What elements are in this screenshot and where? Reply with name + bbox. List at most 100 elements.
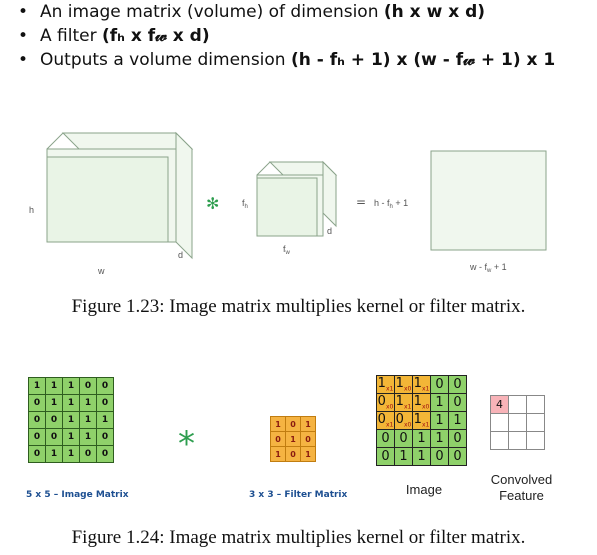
label-w: w: [97, 266, 105, 276]
bullet-bold: (fₕ x f𝓌 x d): [101, 26, 210, 46]
matrix-cell: 1: [28, 377, 46, 395]
image-grid-cell: 1: [412, 429, 431, 448]
bullet-bold: (h x w x d): [383, 2, 486, 22]
matrix-cell: 0: [96, 428, 114, 446]
convolution-star-icon: ✻: [206, 194, 219, 213]
matrix-cell: 1: [96, 411, 114, 429]
image-grid-cell: 0: [430, 447, 449, 466]
matrix-cell: 0: [96, 377, 114, 395]
matrix-cell: 0: [79, 445, 97, 463]
filter-cell: 0: [285, 446, 301, 462]
convolved-label-line1: Convolved: [490, 472, 553, 487]
label-out-w: w - fw + 1: [469, 262, 507, 274]
image-grid-cell: 0: [448, 429, 467, 448]
image-grid-cell: 0x0: [394, 411, 413, 430]
filter-cell: 1: [300, 416, 316, 432]
image-grid-cell: 0: [376, 429, 395, 448]
matrix-cell: 1: [79, 394, 97, 412]
image-matrix-label: 5 x 5 – Image Matrix: [26, 490, 129, 500]
input-volume: [46, 131, 194, 260]
filter-cell: 0: [270, 431, 286, 447]
convolved-cell: [490, 431, 509, 450]
filter-cell: 1: [300, 446, 316, 462]
matrix-cell: 0: [28, 394, 46, 412]
label-out-h: h - fh + 1: [374, 198, 408, 210]
convolved-feature-grid: 4: [490, 395, 545, 450]
matrix-cell: 0: [96, 394, 114, 412]
kernel-weight-subscript: x1: [385, 385, 394, 393]
kernel-weight-subscript: x1: [421, 385, 430, 393]
bullet-bold: (h - fₕ + 1) x (w - f𝓌 + 1) x 1: [290, 50, 556, 70]
image-grid-cell: 1: [448, 411, 467, 430]
label-d-filter: d: [327, 226, 332, 236]
matrix-cell: 0: [45, 428, 63, 446]
bullet-item-1: •An image matrix (volume) of dimension (…: [18, 2, 486, 22]
image-grid-cell: 1: [430, 429, 449, 448]
matrix-cell: 1: [62, 377, 80, 395]
matrix-cell: 0: [96, 445, 114, 463]
label-d: d: [178, 250, 183, 260]
image-grid-cell: 1x1: [412, 375, 431, 394]
matrix-cell: 0: [28, 445, 46, 463]
bullet-text: Outputs a volume dimension: [40, 50, 291, 70]
matrix-cell: 0: [79, 377, 97, 395]
image-grid-cell: 1x1: [376, 375, 395, 394]
figure-caption-2: Figure 1.24: Image matrix multiplies ker…: [71, 527, 526, 548]
filter-cell: 1: [270, 446, 286, 462]
image-grid-cell: 0: [430, 375, 449, 394]
convolved-cell: [526, 395, 545, 414]
image-grid-cell: 1x0: [394, 375, 413, 394]
image-grid-cell: 1x1: [412, 411, 431, 430]
volume-diagram: h w d ✻ fh fw d = h - fh + 1 w - fw + 1: [29, 131, 547, 276]
matrix-cell: 1: [79, 428, 97, 446]
image-grid-cell: 1: [394, 447, 413, 466]
multiply-star-icon: *: [178, 424, 195, 464]
convolved-row: 4: [490, 395, 545, 414]
label-fw: fw: [283, 244, 291, 256]
filter-volume: [256, 160, 338, 237]
convolved-cell: [526, 413, 545, 432]
image-grid-cell: 0: [448, 393, 467, 412]
filter-cell: 1: [270, 416, 286, 432]
convolved-label-line2: Feature: [499, 488, 544, 503]
matrix-cell: 1: [62, 394, 80, 412]
image-grid-cell: 1: [430, 393, 449, 412]
image-label: Image: [405, 482, 443, 497]
image-grid-cell: 1: [430, 411, 449, 430]
equals-sign: =: [356, 195, 366, 209]
kernel-weight-subscript: x0: [403, 421, 412, 429]
matrix-cell: 1: [45, 377, 63, 395]
image-grid-cell: 0: [448, 375, 467, 394]
kernel-weight-subscript: x1: [403, 403, 412, 411]
matrix-cell: 1: [79, 411, 97, 429]
matrix-cell: 0: [45, 411, 63, 429]
matrix-cell: 1: [45, 394, 63, 412]
convolved-cell: [526, 431, 545, 450]
bullet-text: A filter: [40, 26, 102, 46]
convolved-cell: [508, 431, 527, 450]
label-fh: fh: [242, 198, 248, 210]
convolved-cell: 4: [490, 395, 509, 414]
matrix-cell: 0: [28, 428, 46, 446]
kernel-weight-subscript: x1: [421, 421, 430, 429]
filter-cell: 0: [300, 431, 316, 447]
convolved-cell: [508, 395, 527, 414]
filter-matrix-label: 3 x 3 – Filter Matrix: [249, 490, 348, 500]
matrix-cell: 1: [62, 411, 80, 429]
bullet-item-3: •Outputs a volume dimension (h - fₕ + 1)…: [18, 50, 556, 70]
kernel-weight-subscript: x0: [403, 385, 412, 393]
image-grid-cell: 0x1: [376, 411, 395, 430]
matrix-cell: 0: [28, 411, 46, 429]
